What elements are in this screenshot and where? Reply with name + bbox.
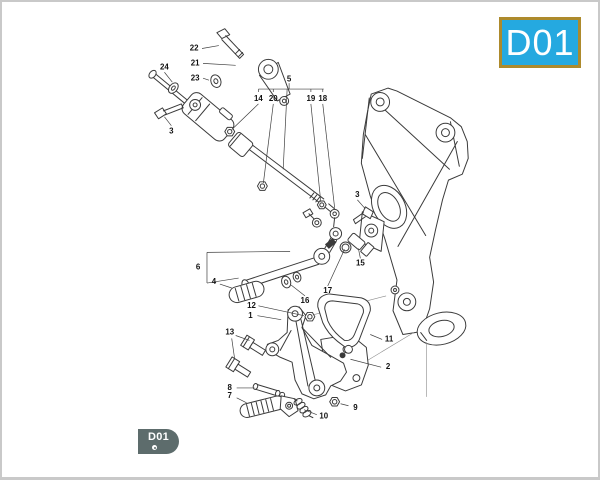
page-code-badge-text: D01: [505, 21, 575, 63]
callout-number-7: 7: [228, 391, 233, 400]
leader-line-3: [357, 199, 366, 210]
linkage-lever: [257, 58, 291, 106]
pivot-bolt-15: [347, 232, 375, 257]
leader-line-21: [202, 63, 236, 66]
washers-16: [281, 271, 302, 289]
o-ring-17: [339, 241, 352, 254]
callout-number-11: 11: [385, 335, 394, 344]
frame-bolt: [352, 206, 374, 225]
actuator-bolt-3: [154, 103, 184, 120]
callout-number-1: 1: [248, 311, 253, 320]
callout-number-12: 12: [247, 301, 256, 310]
leader-line-20: [263, 103, 274, 184]
leader-line-23: [202, 77, 210, 81]
callout-number-24: 24: [160, 62, 169, 71]
shift-crank: [302, 208, 343, 253]
leader-line-10: [303, 409, 317, 415]
leader-line-24: [164, 72, 173, 83]
callout-number-9: 9: [353, 403, 358, 412]
callout-number-20: 20: [269, 94, 278, 103]
frame-plate: [358, 87, 469, 346]
leader-line-15: [358, 248, 361, 259]
pivot-pin: [252, 383, 286, 398]
callout-number-17: 17: [323, 286, 332, 295]
rod-locknut: [316, 200, 327, 210]
bolt-22: [216, 28, 245, 59]
callout-number-18: 18: [318, 94, 327, 103]
footpeg: [239, 395, 299, 418]
bolts-13: [225, 334, 267, 378]
leader-line-12: [258, 305, 305, 317]
lever-rubber-4: [228, 280, 265, 304]
leader-line-13: [231, 338, 236, 360]
callout-number-5: 5: [287, 74, 292, 83]
callout-number-15: 15: [356, 258, 365, 267]
leader-line-11: [370, 334, 383, 340]
leader-line-3: [164, 116, 172, 126]
callout-number-3: 3: [169, 127, 174, 136]
tag-dot-icon: [152, 445, 157, 450]
page-code-badge: D01: [499, 17, 581, 68]
callout-number-13: 13: [225, 328, 234, 337]
leader-line-9: [340, 403, 349, 407]
callout-number-16: 16: [301, 296, 310, 305]
leader-line-1: [257, 315, 282, 320]
leader-line-13: [235, 335, 250, 341]
rod-nut: [256, 181, 268, 191]
leader-line-2: [350, 358, 382, 368]
leader-line-6: [206, 251, 291, 253]
callout-number-2: 2: [386, 362, 391, 371]
callout-number-6: 6: [196, 262, 201, 271]
page-code-tag: D01: [138, 429, 179, 454]
leader-line-22: [201, 45, 219, 49]
footrest-bracket: [265, 305, 348, 400]
actuator-body: [181, 92, 254, 157]
washer-24: [167, 82, 179, 94]
leader-line-16: [290, 284, 306, 297]
callout-number-8: 8: [228, 383, 233, 392]
leader-line-4: [219, 283, 232, 289]
leader-line-6: [206, 277, 239, 284]
leader-line-7: [236, 397, 247, 404]
leader-line-5: [282, 89, 288, 170]
callout-number-14: 14: [254, 94, 263, 103]
return-spring: [293, 397, 314, 419]
callout-number-3: 3: [355, 190, 360, 199]
leader-line-19: [310, 103, 322, 202]
actuator-pushrod: [148, 69, 188, 104]
callout-number-10: 10: [319, 412, 328, 421]
heel-guard: [317, 293, 371, 354]
callout-number-4: 4: [212, 277, 217, 286]
nut-12: [304, 311, 316, 322]
leader-line-17: [327, 249, 345, 287]
nut-9: [329, 397, 341, 407]
callout-number-22: 22: [190, 44, 199, 53]
leader-line-18: [322, 103, 335, 208]
callout-number-23: 23: [191, 73, 200, 82]
leader-line-14: [231, 103, 259, 130]
callout-number-21: 21: [191, 58, 200, 67]
page-code-tag-text: D01: [147, 431, 170, 443]
callout-number-19: 19: [306, 94, 315, 103]
washer-23: [210, 74, 222, 88]
